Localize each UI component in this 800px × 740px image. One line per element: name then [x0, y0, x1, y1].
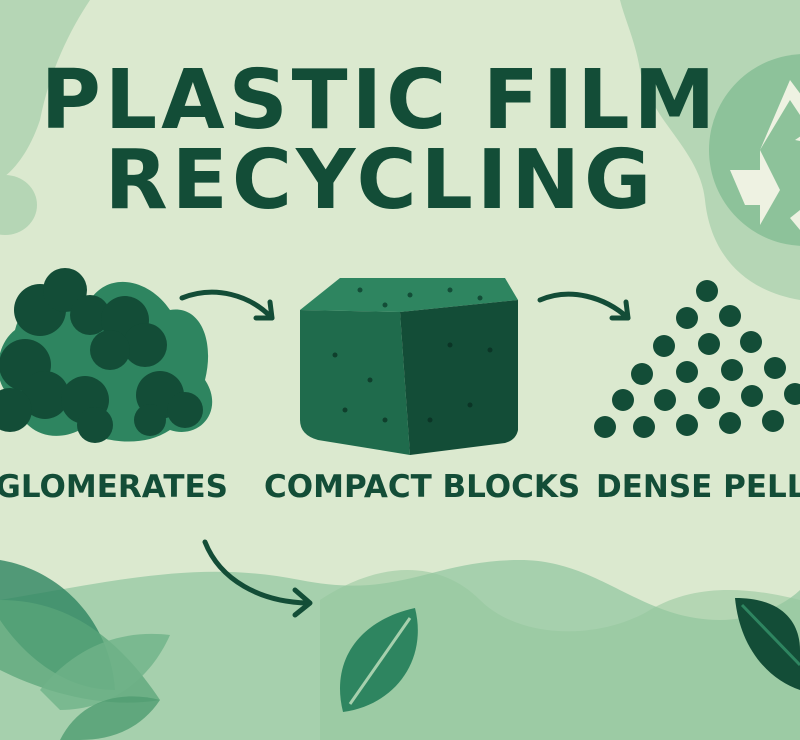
recycle-icon: [709, 54, 800, 246]
pellet-pyramid-icon: [594, 280, 800, 438]
title-line-2: RECYCLING: [104, 133, 656, 228]
leaf-icon-bottom-left: [0, 560, 170, 740]
compact-block-icon: [300, 278, 518, 455]
stage-label-agglomerates: AGGLOMERATES: [0, 469, 228, 505]
arrow-to-pellets-icon: [537, 291, 631, 321]
arrow-down-icon: [202, 539, 313, 618]
top-left-blob: [0, 0, 90, 180]
arrow-to-blocks-icon: [179, 289, 275, 321]
bottom-wave-blob-light: [320, 570, 800, 740]
leaf-icon-bottom-center: [339, 608, 418, 712]
stage-label-compact-blocks: COMPACT BLOCKS: [264, 469, 581, 505]
left-edge-blob: [0, 175, 37, 235]
leaf-icon-bottom-right: [735, 598, 800, 690]
agglomerate-clumps-icon: [0, 268, 213, 443]
stage-label-dense-pellets: DENSE PELLETS: [596, 469, 800, 505]
title-line-1: PLASTIC FILM: [40, 53, 720, 148]
